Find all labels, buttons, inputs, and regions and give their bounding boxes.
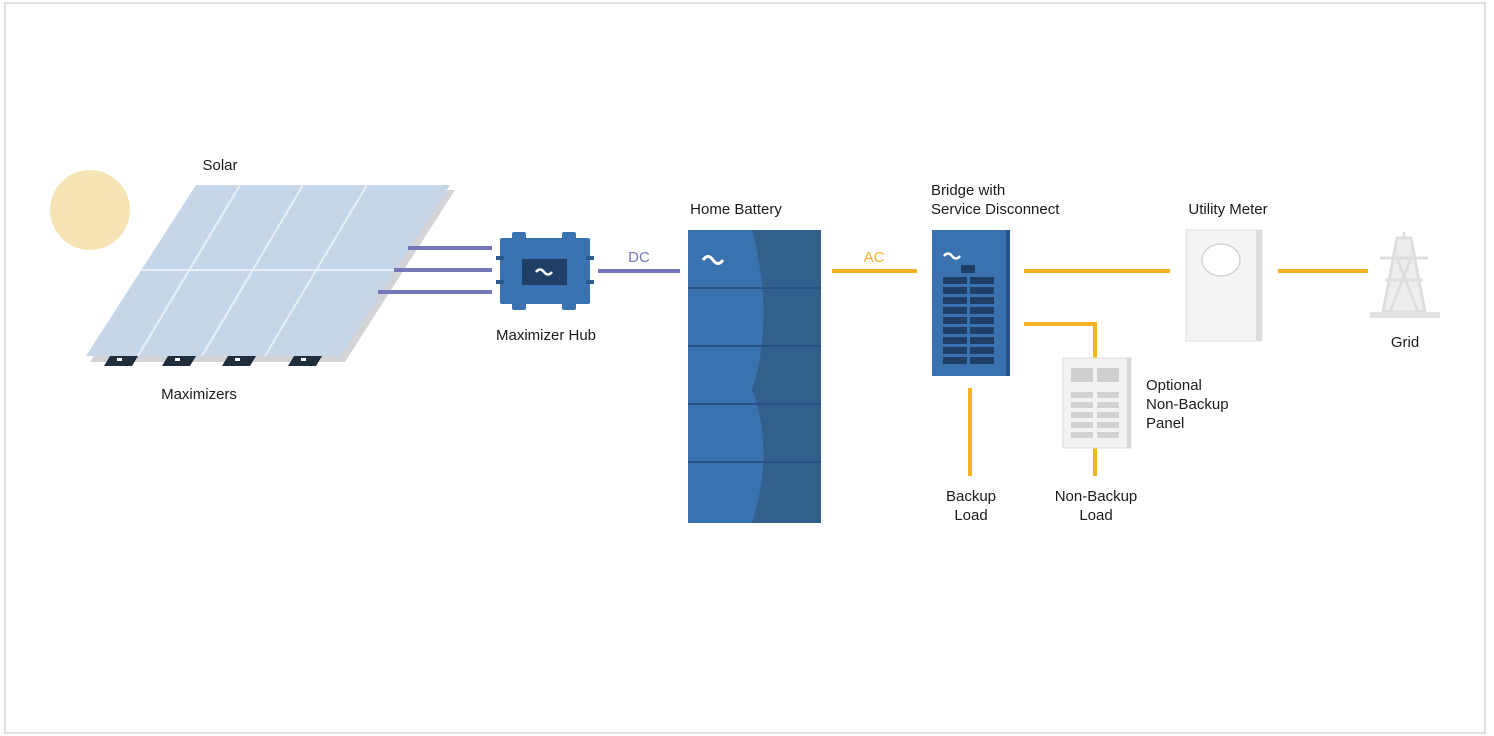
bridge-icon bbox=[932, 230, 1010, 376]
breaker-slot bbox=[970, 307, 994, 314]
ac-wires bbox=[968, 269, 1368, 476]
bridge-label-line1: Bridge with bbox=[931, 182, 1006, 199]
optional-panel-label-line3: Panel bbox=[1146, 415, 1185, 432]
breaker-slot bbox=[970, 277, 994, 284]
non-backup-panel-icon bbox=[1062, 357, 1132, 449]
breaker-slot bbox=[943, 307, 967, 314]
solar-label: Solar bbox=[202, 157, 238, 174]
optional-panel-label-line1: Optional bbox=[1146, 377, 1202, 394]
breaker-slot bbox=[970, 287, 994, 294]
ac-label: AC bbox=[863, 249, 885, 266]
maximizer-hub-icon bbox=[496, 232, 594, 310]
maximizer-hub-label: Maximizer Hub bbox=[495, 327, 597, 344]
home-battery-icon bbox=[688, 230, 821, 523]
breaker-slot bbox=[943, 357, 967, 364]
frame-border bbox=[4, 2, 1486, 734]
breaker-slot bbox=[970, 327, 994, 334]
breaker-slot bbox=[1071, 432, 1093, 438]
grid-label: Grid bbox=[1390, 334, 1420, 351]
grid-tower-icon bbox=[1370, 232, 1440, 318]
breaker-slot bbox=[1071, 422, 1093, 428]
dc-label: DC bbox=[628, 249, 650, 266]
breaker-slot bbox=[943, 317, 967, 324]
breaker-slot bbox=[970, 297, 994, 304]
breaker-slot bbox=[1097, 412, 1119, 418]
breaker-slot bbox=[970, 347, 994, 354]
bridge-label-line2: Service Disconnect bbox=[931, 201, 1060, 218]
sun-icon bbox=[50, 170, 130, 250]
optional-panel-label-line2: Non-Backup bbox=[1146, 396, 1229, 413]
breaker-slot bbox=[943, 347, 967, 354]
non-backup-load-label-line1: Non-Backup bbox=[1054, 488, 1138, 505]
breaker-slot bbox=[943, 327, 967, 334]
utility-meter-label: Utility Meter bbox=[1188, 201, 1268, 218]
breaker-slot bbox=[1071, 402, 1093, 408]
breaker-slot bbox=[943, 297, 967, 304]
breaker-slot bbox=[1071, 412, 1093, 418]
maximizers-label: Maximizers bbox=[161, 386, 237, 403]
dc-wires bbox=[378, 246, 492, 294]
breaker-slot bbox=[1097, 392, 1119, 398]
solar-panel-icon bbox=[86, 184, 455, 362]
utility-meter-icon bbox=[1185, 229, 1263, 342]
breaker-slot bbox=[943, 287, 967, 294]
breaker-slot bbox=[1097, 432, 1119, 438]
breaker-slot bbox=[1071, 392, 1093, 398]
maximizer-icon bbox=[104, 356, 322, 366]
breaker-slot bbox=[970, 337, 994, 344]
breaker-slot bbox=[943, 277, 967, 284]
backup-load-label-line1: Backup bbox=[945, 488, 997, 505]
breaker-slot bbox=[970, 357, 994, 364]
breaker-slot bbox=[1097, 422, 1119, 428]
home-battery-label: Home Battery bbox=[690, 201, 782, 218]
backup-load-label-line2: Load bbox=[954, 507, 988, 524]
breaker-slot bbox=[970, 317, 994, 324]
non-backup-load-label-line2: Load bbox=[1079, 507, 1113, 524]
breaker-slot bbox=[1097, 402, 1119, 408]
breaker-slot bbox=[943, 337, 967, 344]
